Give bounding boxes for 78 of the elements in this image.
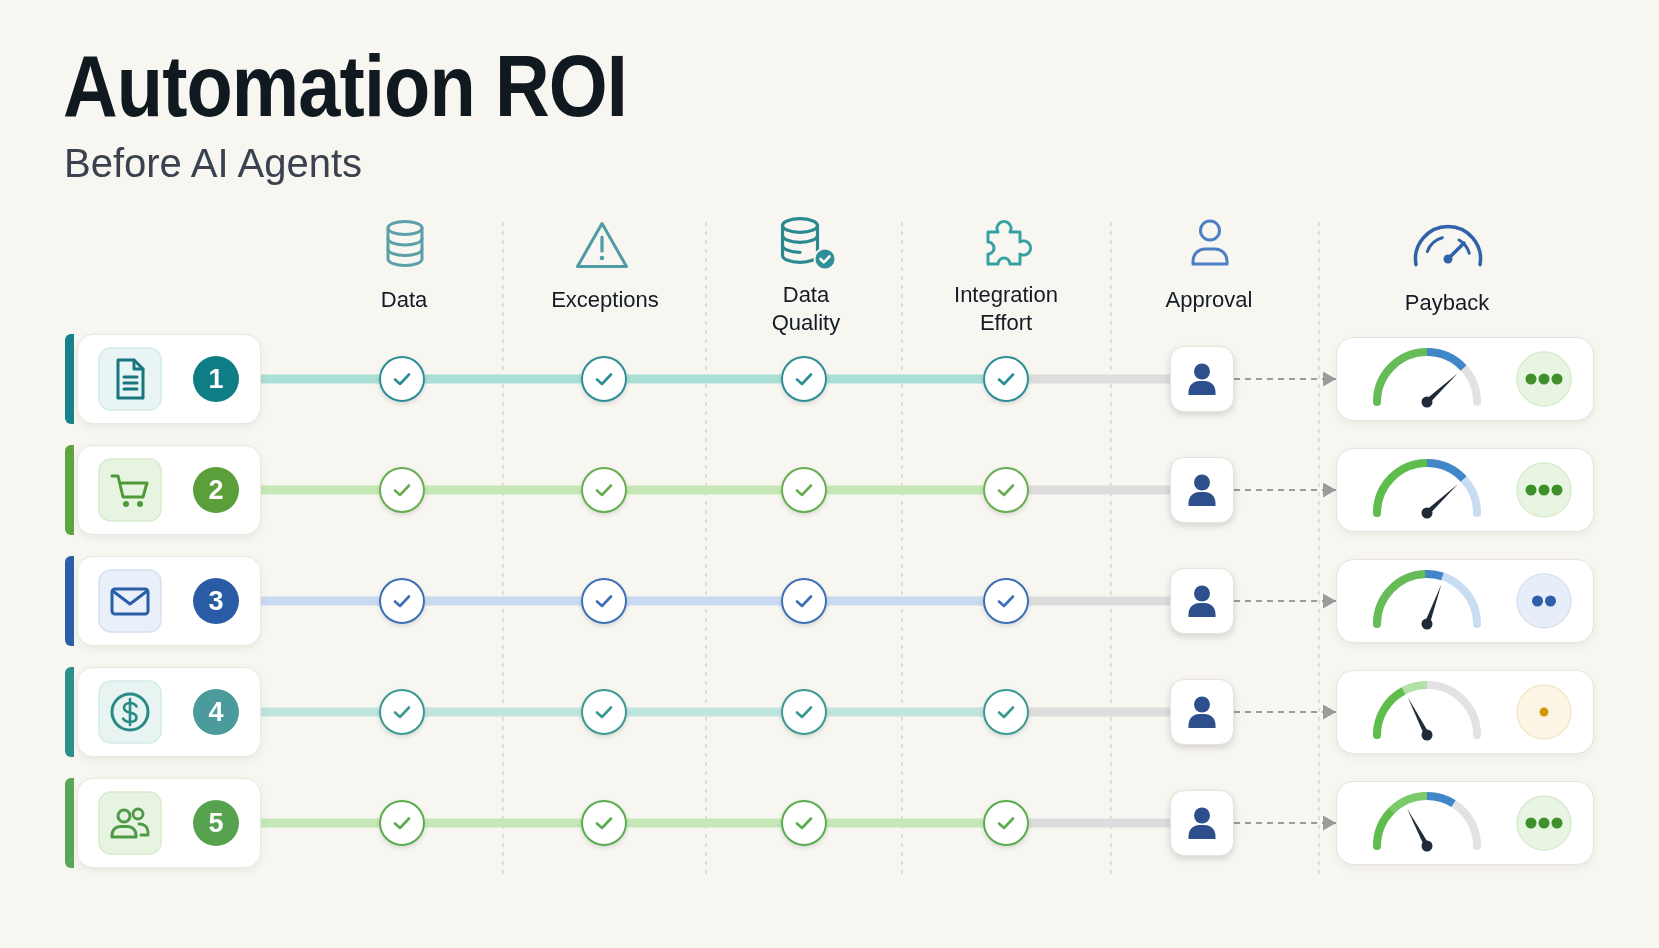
status-circle	[379, 578, 425, 624]
track-line	[827, 707, 983, 717]
approval-tile	[1170, 457, 1234, 523]
approval-tile	[1170, 790, 1234, 856]
track-line	[425, 707, 581, 717]
track-line	[627, 818, 781, 828]
column-header: Payback	[1404, 289, 1490, 317]
column-header: Approval	[1165, 286, 1253, 314]
dashed-arrow	[1233, 815, 1337, 831]
payback-card	[1336, 781, 1594, 865]
track-line	[261, 818, 379, 828]
payback-card	[1336, 670, 1594, 754]
status-circle	[581, 578, 627, 624]
status-circle	[781, 689, 827, 735]
status-circle	[983, 689, 1029, 735]
payback-card	[1336, 337, 1594, 421]
column-header: Integration Effort	[953, 281, 1059, 337]
subtitle: Before AI Agents	[64, 143, 362, 183]
track-line	[827, 596, 983, 606]
status-circle	[581, 689, 627, 735]
track-line	[261, 485, 379, 495]
step-number: 2	[193, 467, 239, 513]
status-circle	[581, 800, 627, 846]
status-circle	[983, 356, 1029, 402]
step-number: 4	[193, 689, 239, 735]
track-line	[627, 596, 781, 606]
status-circle	[379, 800, 425, 846]
track-line	[425, 374, 581, 384]
row-card	[77, 334, 261, 424]
status-circle	[781, 467, 827, 513]
payback-card	[1336, 448, 1594, 532]
status-circle	[781, 800, 827, 846]
track-line	[627, 485, 781, 495]
track-line	[1029, 485, 1170, 495]
status-circle	[781, 578, 827, 624]
title: Automation ROI	[63, 42, 627, 130]
track-line	[261, 596, 379, 606]
payback-card	[1336, 559, 1594, 643]
track-line	[627, 707, 781, 717]
dashed-arrow	[1233, 704, 1337, 720]
row-card	[77, 556, 261, 646]
column-header: Data	[380, 286, 428, 314]
track-line	[425, 818, 581, 828]
track-line	[827, 374, 983, 384]
track-line	[261, 374, 379, 384]
track-line	[1029, 818, 1170, 828]
status-circle	[379, 356, 425, 402]
step-number: 3	[193, 578, 239, 624]
track-line	[827, 818, 983, 828]
approval-tile	[1170, 346, 1234, 412]
step-number: 5	[193, 800, 239, 846]
status-circle	[581, 356, 627, 402]
dashed-arrow	[1233, 482, 1337, 498]
track-line	[1029, 707, 1170, 717]
column-header: Exceptions	[551, 286, 659, 314]
row-card	[77, 667, 261, 757]
track-line	[261, 707, 379, 717]
row-card	[77, 445, 261, 535]
status-circle	[781, 356, 827, 402]
track-line	[1029, 374, 1170, 384]
approval-tile	[1170, 679, 1234, 745]
track-line	[425, 596, 581, 606]
column-header: Data Quality	[770, 281, 842, 337]
dashed-arrow	[1233, 593, 1337, 609]
track-line	[627, 374, 781, 384]
row-card	[77, 778, 261, 868]
dashed-arrow	[1233, 371, 1337, 387]
approval-tile	[1170, 568, 1234, 634]
track-line	[425, 485, 581, 495]
track-line	[827, 485, 983, 495]
track-line	[1029, 596, 1170, 606]
status-circle	[983, 800, 1029, 846]
status-circle	[983, 467, 1029, 513]
status-circle	[379, 689, 425, 735]
status-circle	[581, 467, 627, 513]
status-circle	[379, 467, 425, 513]
status-circle	[983, 578, 1029, 624]
step-number: 1	[193, 356, 239, 402]
